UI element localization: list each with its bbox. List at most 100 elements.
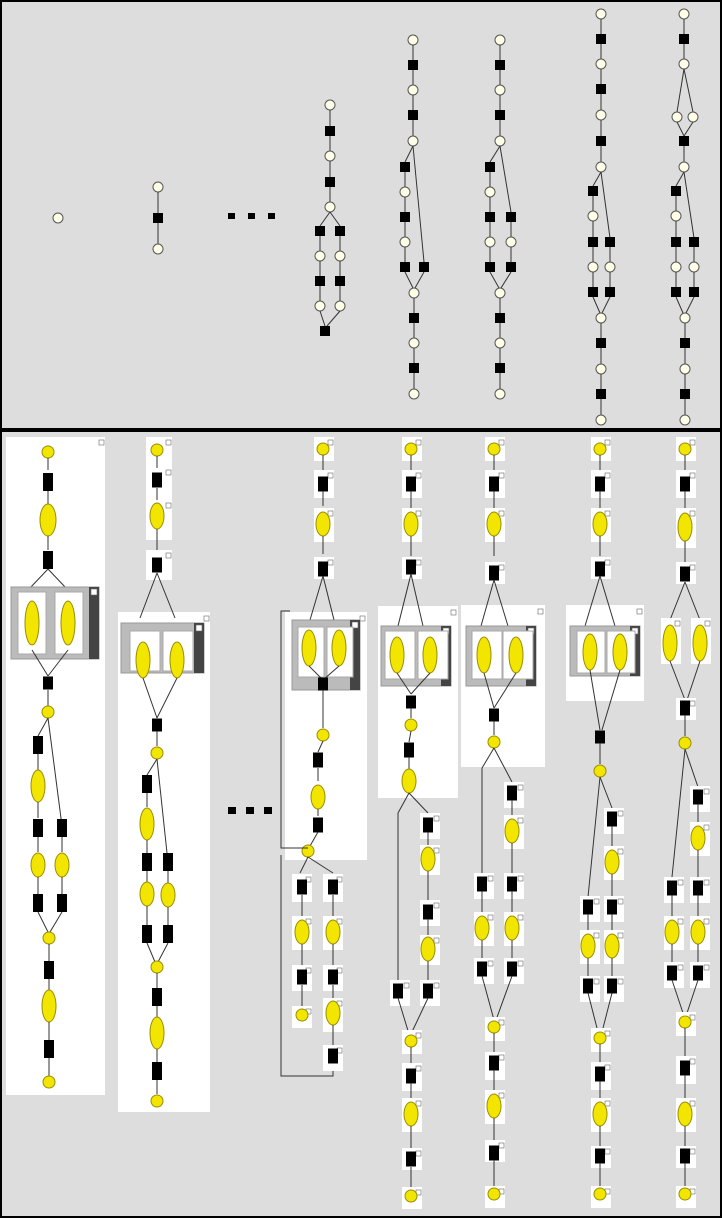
transition (489, 1055, 499, 1071)
arc (156, 758, 168, 854)
transition (328, 1048, 338, 1064)
node-tag (203, 615, 210, 622)
transition (693, 965, 703, 981)
place (408, 337, 420, 349)
subprocess-group-tab (350, 620, 360, 690)
place (42, 931, 56, 945)
node-tag (498, 1092, 505, 1099)
transition (495, 363, 505, 373)
transition (406, 559, 416, 575)
transition (335, 276, 345, 286)
arc (481, 975, 495, 1021)
transition (408, 60, 418, 70)
node-tag (689, 564, 696, 571)
transition (44, 961, 54, 979)
arc (499, 145, 512, 213)
transition (489, 565, 499, 581)
transition (33, 819, 43, 837)
node-tag (604, 439, 611, 446)
activity-place (486, 1093, 502, 1119)
arc (146, 758, 158, 776)
transition (485, 212, 495, 222)
transition (680, 389, 690, 399)
activity-place (690, 919, 706, 945)
activity-place (331, 629, 347, 667)
node-tag (674, 620, 681, 627)
arc (587, 992, 599, 1033)
transition (489, 1145, 499, 1161)
place (595, 363, 607, 375)
place (595, 312, 607, 324)
activity-place (315, 511, 331, 537)
node-tag (165, 439, 172, 446)
transition (297, 969, 307, 985)
transition (152, 472, 162, 488)
place (494, 34, 506, 46)
activity-place (664, 919, 680, 945)
arc (671, 979, 685, 1017)
place (595, 161, 607, 173)
place (678, 442, 692, 456)
node-tag (415, 1150, 422, 1157)
node-tag (165, 502, 172, 509)
node-tag (677, 964, 684, 971)
transition (152, 1062, 162, 1080)
place (595, 414, 607, 426)
transition (485, 162, 495, 172)
arc (483, 672, 495, 709)
place (679, 312, 691, 324)
transition (506, 262, 516, 272)
transition (406, 476, 416, 492)
arc (309, 575, 324, 621)
transition (423, 817, 433, 833)
place (314, 250, 326, 262)
activity-place (508, 636, 524, 674)
place (484, 186, 496, 198)
group-tag (90, 588, 98, 596)
transition (679, 136, 689, 146)
place (404, 1189, 418, 1203)
transition (693, 880, 703, 896)
arc (493, 747, 513, 783)
activity-place (310, 784, 326, 810)
arc (142, 677, 158, 719)
arc (676, 68, 685, 113)
transition (596, 389, 606, 399)
activity-place (149, 1016, 165, 1050)
transition (328, 879, 338, 895)
transition (404, 742, 414, 758)
place (408, 388, 420, 400)
transition (680, 1060, 690, 1076)
place (407, 34, 419, 46)
place (404, 718, 418, 732)
place (316, 442, 330, 456)
transition (595, 730, 605, 744)
transition (325, 177, 335, 187)
node-tag (415, 439, 422, 446)
node-tag (415, 559, 422, 566)
arc (592, 171, 602, 187)
arc (410, 573, 424, 627)
node-tag (498, 1019, 505, 1026)
transition (313, 817, 323, 833)
place (324, 201, 336, 213)
node-tag (689, 1058, 696, 1065)
node-tag (604, 559, 611, 566)
activity-place (30, 769, 46, 803)
transition (588, 186, 598, 196)
place (42, 1075, 56, 1089)
transition (33, 736, 43, 754)
node-tag (517, 960, 524, 967)
arc (156, 677, 178, 719)
arc (592, 296, 601, 314)
arc (322, 575, 335, 621)
activity-place (612, 633, 628, 671)
transition (596, 338, 606, 348)
arc (396, 672, 412, 695)
transition (583, 899, 593, 915)
place (404, 1034, 418, 1048)
transition (485, 262, 495, 272)
ellipsis-dot (246, 807, 254, 814)
transition (596, 34, 606, 44)
card (6, 437, 105, 1095)
